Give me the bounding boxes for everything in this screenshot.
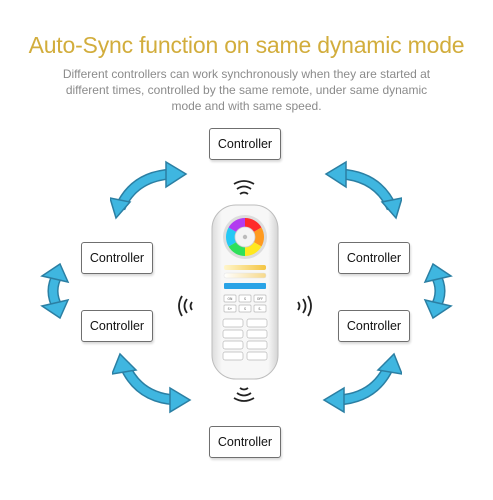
controller-box-top: Controller	[209, 128, 281, 160]
page-title: Auto-Sync function on same dynamic mode	[0, 32, 493, 59]
signal-wave-bottom-icon	[233, 387, 255, 402]
signal-wave-left-icon	[178, 295, 193, 317]
remote-on-label: ON	[228, 297, 234, 301]
sync-arrow-upper-left-icon	[110, 160, 188, 220]
description-text: Different controllers can work synchrono…	[62, 67, 431, 113]
signal-wave-right-icon	[297, 295, 312, 317]
remote-speed-up-label: S+	[228, 307, 233, 311]
controller-box-lower-left: Controller	[81, 310, 153, 342]
remote-speed-down-label: S-	[258, 307, 261, 311]
title-highlight: same dynamic mode	[255, 32, 465, 58]
sync-arrow-upper-right-icon	[324, 160, 402, 220]
remote-s-label: S	[244, 297, 246, 301]
sync-arrow-left-icon	[40, 262, 70, 320]
sync-arrow-lower-right-icon	[322, 352, 402, 414]
title-plain: Auto-Sync function on	[28, 32, 256, 58]
controller-box-middle-left: Controller	[81, 242, 153, 274]
remote-off-label: OFF	[257, 297, 263, 301]
remote-s2-label: S	[244, 307, 246, 311]
controller-box-bottom: Controller	[209, 426, 281, 458]
signal-wave-top-icon	[233, 180, 255, 195]
controller-box-lower-right: Controller	[338, 310, 410, 342]
controller-box-middle-right: Controller	[338, 242, 410, 274]
remote-control-illustration: ON S OFF S+ S S-	[211, 204, 279, 380]
sync-arrow-lower-left-icon	[112, 352, 192, 414]
sync-arrow-right-icon	[423, 262, 453, 320]
